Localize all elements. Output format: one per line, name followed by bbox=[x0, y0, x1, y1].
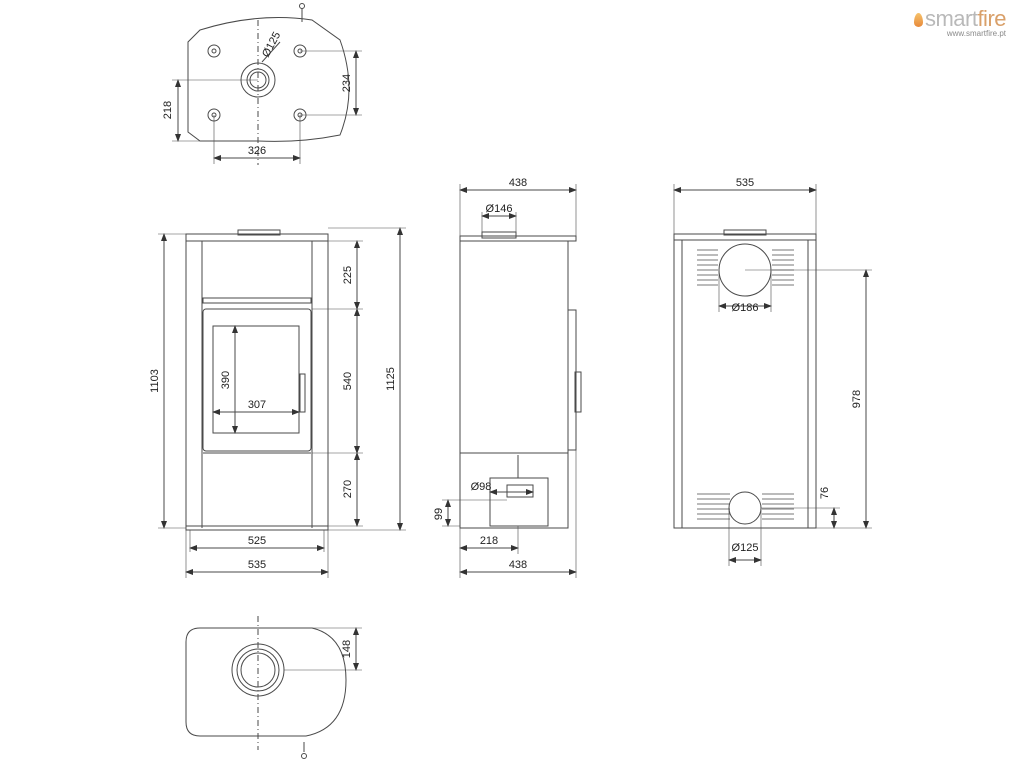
bottom-view-outline bbox=[185, 627, 347, 737]
side-handle bbox=[574, 371, 582, 413]
label-top-width: 326 bbox=[248, 145, 266, 157]
side-air-inlet bbox=[506, 484, 534, 498]
label-front-height-outer: 1125 bbox=[385, 367, 397, 391]
label-front-width: 535 bbox=[248, 559, 266, 571]
label-front-glass-height: 390 bbox=[220, 371, 232, 389]
label-front-base-width: 525 bbox=[248, 535, 266, 547]
bolt-holes bbox=[207, 44, 307, 122]
front-base bbox=[185, 525, 329, 531]
label-top-depth-right: 234 bbox=[341, 74, 353, 92]
label-bottom-offset: 148 bbox=[341, 640, 353, 658]
label-front-lower: 270 bbox=[342, 480, 354, 498]
side-view bbox=[442, 184, 582, 578]
label-side-width-top: 438 bbox=[509, 177, 527, 189]
front-flue-cap bbox=[237, 229, 281, 236]
label-side-width-bottom: 438 bbox=[509, 559, 527, 571]
label-back-width: 535 bbox=[736, 177, 754, 189]
brand-url: www.smartfire.pt bbox=[946, 29, 1006, 38]
side-top-plate bbox=[459, 235, 577, 242]
brand-name-part-b: fire bbox=[977, 6, 1006, 31]
back-air-inlet bbox=[728, 491, 762, 525]
front-door bbox=[202, 308, 312, 452]
label-back-diameter-bottom: Ø125 bbox=[732, 542, 759, 554]
label-back-diameter-top: Ø186 bbox=[732, 302, 759, 314]
bottom-view bbox=[185, 616, 362, 759]
side-flue bbox=[481, 231, 517, 239]
brand-name-part-a: smart bbox=[924, 6, 978, 31]
front-handle bbox=[299, 373, 306, 413]
flame-icon bbox=[913, 13, 923, 27]
top-view-marker-dot bbox=[299, 3, 305, 9]
front-glass bbox=[212, 325, 300, 434]
back-vent-slots bbox=[697, 249, 794, 520]
flue-leader bbox=[261, 41, 281, 63]
label-top-diameter: Ø125 bbox=[260, 30, 283, 59]
back-body bbox=[673, 239, 817, 529]
label-side-air-offset: 218 bbox=[480, 535, 498, 547]
label-side-diameter-air: Ø98 bbox=[471, 481, 492, 493]
label-side-air-height: 99 bbox=[433, 508, 445, 520]
brand-name: smartfire bbox=[913, 6, 1006, 32]
front-upper-rail bbox=[202, 297, 312, 304]
bottom-view-marker-dot bbox=[301, 753, 307, 759]
back-flue-cap bbox=[723, 229, 767, 236]
front-view bbox=[158, 227, 406, 578]
back-view bbox=[673, 184, 872, 566]
label-side-diameter-top: Ø146 bbox=[486, 203, 513, 215]
label-front-height-total: 1103 bbox=[149, 369, 161, 393]
front-body bbox=[185, 240, 329, 531]
label-front-upper: 225 bbox=[342, 266, 354, 284]
label-front-glass-width: 307 bbox=[248, 399, 266, 411]
label-top-depth-left: 218 bbox=[162, 101, 174, 119]
top-view-outline bbox=[187, 17, 350, 142]
label-back-height: 978 bbox=[851, 390, 863, 408]
side-air-box bbox=[489, 477, 549, 527]
label-back-low: 76 bbox=[819, 487, 831, 499]
top-view bbox=[172, 3, 362, 165]
brand-logo: smartfire www.smartfire.pt bbox=[913, 6, 1006, 38]
label-front-door: 540 bbox=[342, 372, 354, 390]
side-door-edge bbox=[567, 309, 577, 451]
